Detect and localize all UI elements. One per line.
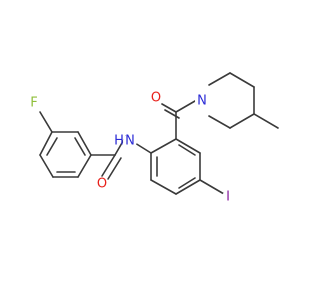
bond bbox=[39, 154, 54, 178]
amide-nh-group: N H bbox=[114, 134, 137, 149]
ketone-oxygen-label: O bbox=[151, 91, 161, 106]
iodine-label: I bbox=[226, 190, 230, 205]
piperidine-nitrogen-label: N bbox=[197, 94, 207, 109]
amide-hydrogen-label: H bbox=[114, 134, 124, 149]
bond bbox=[229, 72, 255, 88]
bond bbox=[178, 144, 196, 156]
bond bbox=[253, 113, 279, 129]
bond bbox=[175, 138, 201, 154]
bond bbox=[46, 137, 58, 156]
piperidine-nitrogen-atom: N bbox=[195, 94, 209, 109]
bond bbox=[164, 109, 180, 119]
bond bbox=[229, 113, 255, 129]
bond bbox=[107, 157, 122, 180]
amide-oxygen-atom: O bbox=[95, 177, 109, 192]
bond bbox=[39, 131, 53, 156]
bond bbox=[150, 138, 177, 154]
molecule-structure-diagram: F O N H O N I bbox=[27, 72, 279, 205]
bond bbox=[101, 154, 116, 177]
bond bbox=[208, 72, 231, 86]
bond bbox=[199, 179, 225, 195]
bond bbox=[175, 100, 196, 113]
bond bbox=[134, 142, 152, 154]
fluorine-atom: F bbox=[27, 96, 41, 111]
amide-nitrogen-label: N bbox=[125, 134, 135, 149]
ketone-oxygen-atom: O bbox=[149, 91, 163, 106]
bond bbox=[175, 179, 201, 195]
iodine-atom: I bbox=[222, 190, 234, 205]
fluorine-label: F bbox=[30, 96, 37, 111]
bond bbox=[77, 154, 92, 178]
bond bbox=[39, 111, 53, 133]
bond bbox=[208, 115, 231, 129]
bond bbox=[150, 179, 177, 195]
bond bbox=[161, 103, 177, 113]
bond bbox=[178, 177, 196, 189]
amide-oxygen-label: O bbox=[97, 177, 107, 192]
bond bbox=[77, 131, 92, 156]
bond bbox=[74, 137, 86, 156]
atom-label-layer: F O N H O N I bbox=[27, 91, 234, 205]
